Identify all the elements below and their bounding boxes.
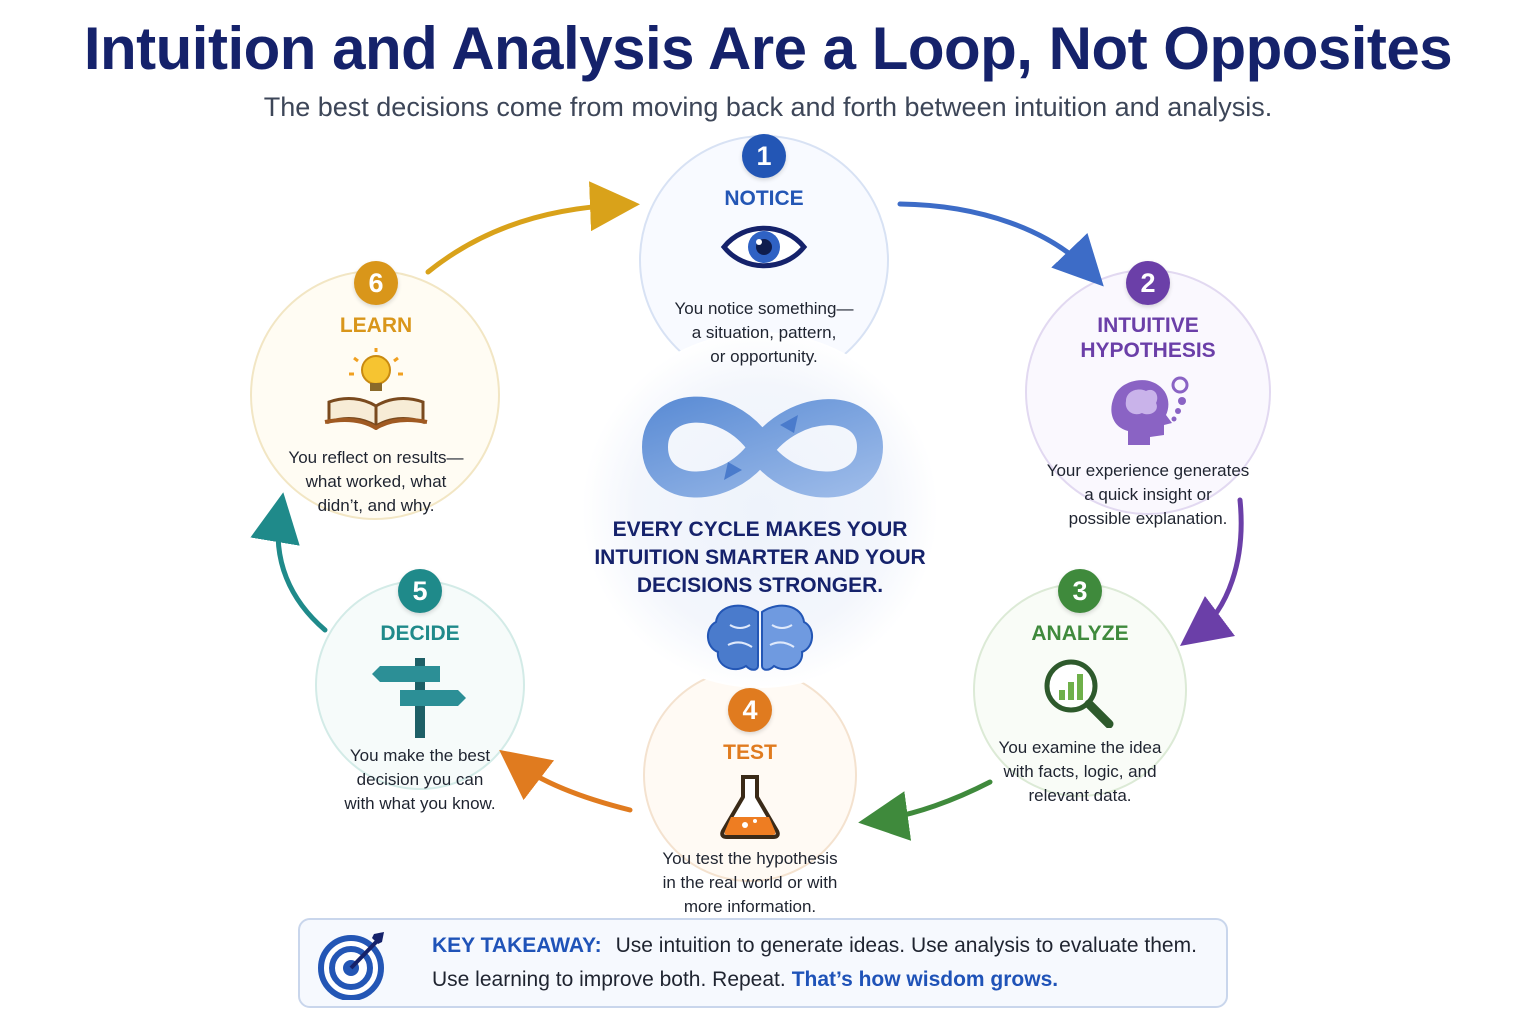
stage-description: You make the best decision you can with …: [344, 746, 496, 813]
stage-title: INTUITIVE HYPOTHESIS: [1080, 314, 1216, 362]
stage-title: LEARN: [339, 314, 413, 337]
stage-learn: 6 LEARN You reflect on results— what wor…: [246, 261, 506, 518]
key-takeaway-box: KEY TAKEAWAY: Use intuition to generate i…: [298, 918, 1228, 1008]
stage-title: DECIDE: [380, 622, 460, 645]
stage-title: ANALYZE: [1031, 622, 1129, 645]
takeaway-text-1: Use intuition to generate ideas. Use ana…: [615, 934, 1197, 957]
stage-test: 4 TEST You test the hypothesis in the re…: [620, 688, 880, 919]
arrow-1-to-2: [897, 201, 1104, 287]
stage-description: You notice something— a situation, patte…: [674, 299, 854, 366]
signpost-icon: [372, 658, 466, 738]
stage-analyze: 3 ANALYZE You examine the idea with fact…: [950, 569, 1210, 808]
arrow-2-to-3: [1180, 497, 1244, 647]
takeaway-label: KEY TAKEAWAY:: [432, 934, 602, 957]
takeaway-text-2: Use learning to improve both. Repeat.: [432, 968, 786, 991]
flask-icon: [720, 775, 780, 839]
takeaway-highlight: That’s how wisdom grows.: [791, 968, 1059, 991]
stage-notice: 1 NOTICE You notice something— a situati…: [634, 134, 894, 369]
arrow-3-to-4: [858, 779, 993, 841]
stage-number-badge: 4: [728, 688, 772, 732]
stage-hypothesis: 2 INTUITIVE HYPOTHESIS Your experience g…: [1018, 261, 1278, 531]
arrow-6-to-1: [425, 181, 640, 275]
head-thought-icon: [1111, 376, 1189, 445]
takeaway-line-2: Use learning to improve both. Repeat.Tha…: [432, 968, 1058, 992]
stage-number-badge: 3: [1058, 569, 1102, 613]
target-icon: [318, 932, 384, 1000]
magnifier-chart-icon: [1044, 659, 1114, 728]
stage-number-badge: 1: [742, 134, 786, 178]
infinity-loop-icon: [642, 396, 883, 498]
stage-description: You reflect on results— what worked, wha…: [288, 448, 464, 515]
arrow-5-to-6: [250, 492, 328, 633]
stage-title: NOTICE: [724, 187, 804, 210]
lightbulb-book-icon: [324, 348, 428, 430]
page-title: Intuition and Analysis Are a Loop, Not O…: [83, 15, 1453, 82]
stage-decide: 5 DECIDE You make the best decision you …: [290, 569, 550, 816]
page-subtitle: The best decisions come from moving back…: [263, 92, 1273, 122]
brain-icon: [707, 604, 813, 671]
stage-description: You examine the idea with facts, logic, …: [998, 738, 1162, 805]
stage-description: You test the hypothesis in the real worl…: [662, 849, 838, 916]
stage-description: Your experience generates a quick insigh…: [1046, 461, 1250, 528]
takeaway-line-1: KEY TAKEAWAY: Use intuition to generate i…: [432, 934, 1197, 958]
stage-title: TEST: [723, 741, 777, 764]
stage-number-badge: 6: [354, 261, 398, 305]
stage-number-badge: 2: [1126, 261, 1170, 305]
eye-icon: [720, 225, 808, 269]
stage-number-badge: 5: [398, 569, 442, 613]
arrow-4-to-5: [499, 749, 633, 813]
center-message: EVERY CYCLE MAKES YOUR INTUITION SMARTER…: [594, 518, 926, 597]
center-glow: [582, 332, 938, 688]
